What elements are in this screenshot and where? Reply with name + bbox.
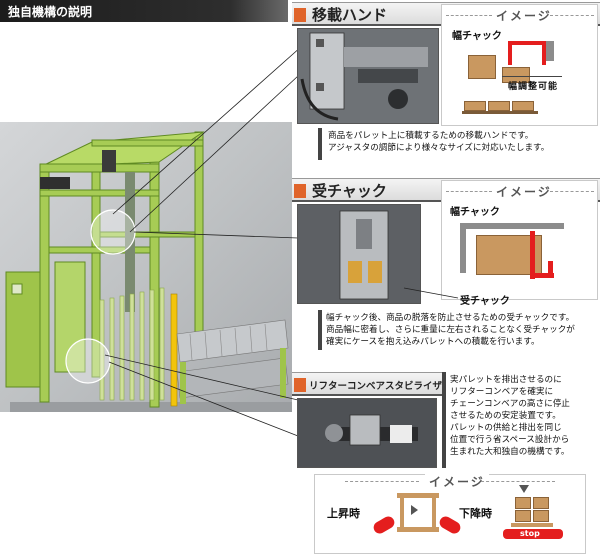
width-chuck-shape — [460, 223, 564, 229]
stop-label: stop — [520, 529, 540, 538]
palletizer-machine-illustration — [5, 131, 292, 412]
section-marker-icon — [294, 8, 306, 22]
stabilizer-image-label: イメージ — [425, 473, 489, 490]
divider — [550, 191, 594, 192]
divider — [345, 481, 419, 482]
description-line: 確実にケースを抱え込みパレットへの積載を行います。 — [326, 337, 540, 347]
product-box — [515, 510, 531, 522]
description-line: 生まれた大和独自の機構です。 — [450, 447, 570, 457]
pallet-post — [432, 498, 436, 527]
product-box — [515, 497, 531, 509]
width-chuck-label: 幅チャック — [452, 31, 502, 42]
pallet-bottom — [397, 527, 439, 532]
description-line: 実パレットを排出させるのに — [450, 375, 562, 385]
section-marker-icon — [294, 184, 306, 198]
receiving-chuck-photo — [297, 204, 421, 304]
machine-photo — [0, 122, 292, 412]
receiving-chuck-description: 幅チャック後、商品の脱落を防止させるための受チャックです。 商品幅に密着し、さら… — [326, 312, 598, 348]
description-bar — [442, 372, 446, 468]
pallet-top — [397, 493, 439, 498]
transfer-hand-illustration — [298, 29, 438, 123]
cursor-arrow-icon — [411, 505, 418, 515]
dimension-line — [502, 76, 562, 77]
pallet-post — [400, 498, 404, 527]
description-line: 商品幅に密着し、さらに重量に左右されることなく受チャックが — [326, 325, 575, 335]
description-line: パレットの供給と排出を同じ — [450, 423, 562, 433]
receiving-chuck-illustration — [298, 205, 420, 303]
transfer-hand-photo — [297, 28, 439, 124]
width-adjustable-label: 幅調整可能 — [508, 82, 559, 92]
description-line: アジャスタの調節により様々なサイズに対応いたします。 — [328, 143, 550, 153]
divider — [481, 481, 555, 482]
down-arrow-icon — [519, 485, 529, 493]
description-line: チェーンコンベアの高さに停止 — [450, 399, 570, 409]
chuck-arm — [546, 41, 554, 61]
description-line: させるための安定装置です。 — [450, 411, 561, 421]
product-box — [533, 497, 549, 509]
product-box — [533, 510, 549, 522]
pallet-box — [512, 101, 534, 111]
header-bar — [0, 0, 288, 22]
product-box — [502, 67, 530, 83]
transfer-hand-title: 移載ハンド — [312, 6, 388, 24]
width-chuck-shape — [460, 223, 466, 273]
stabilizer-description: 実パレットを排出させるのに リフターコンベアを確実に チェーンコンベアの高さに停… — [450, 374, 598, 458]
stabilizer-arm — [371, 514, 397, 536]
width-chuck-label: 幅チャック — [450, 207, 500, 218]
lowering-label: 下降時 — [459, 507, 492, 520]
receiving-chuck-image-panel: イメージ 幅チャック — [441, 180, 598, 300]
stabilizer-image-panel: イメージ 上昇時 下降時 stop — [314, 473, 586, 554]
transfer-hand-description: 商品をパレット上に積載するための移載ハンドです。 アジャスタの調節により様々なサ… — [328, 130, 598, 154]
section-marker-icon — [294, 378, 306, 392]
receiving-chuck-image-label: イメージ — [496, 185, 552, 199]
receiving-chuck-label: 受チャック — [460, 296, 510, 307]
pallet-box — [488, 101, 510, 111]
transfer-hand-image-label: イメージ — [496, 9, 552, 23]
receiving-chuck-shape — [530, 273, 554, 278]
page-title: 独自機構の説明 — [8, 5, 93, 19]
stabilizer-photo — [297, 398, 437, 468]
description-bar — [318, 128, 322, 160]
divider — [446, 191, 492, 192]
stabilizer-title: リフターコンベアスタビライザ — [309, 381, 443, 392]
description-line: 商品をパレット上に積載するための移載ハンドです。 — [328, 131, 534, 141]
receiving-chuck-shape — [530, 231, 535, 279]
stop-bar — [503, 529, 563, 539]
chuck-shape — [508, 41, 544, 45]
pallet-box — [464, 101, 486, 111]
rising-label: 上昇時 — [327, 507, 360, 520]
pallet-top — [511, 523, 553, 527]
pallet-base — [462, 111, 538, 114]
chuck-shape — [508, 41, 512, 65]
description-line: リフターコンベアを確実に — [450, 387, 554, 397]
transfer-hand-image-panel: イメージ 幅チャック 幅調整可能 — [441, 4, 598, 126]
description-bar — [318, 310, 322, 350]
chuck-shape — [542, 41, 546, 65]
stabilizer-title-bar: リフターコンベアスタビライザ — [292, 372, 442, 396]
receiving-chuck-title: 受チャック — [312, 182, 387, 200]
stabilizer-illustration — [298, 399, 436, 467]
description-line: 位置で行う省スペース設計から — [450, 435, 570, 445]
divider — [550, 15, 594, 16]
description-line: 幅チャック後、商品の脱落を防止させるための受チャックです。 — [326, 313, 575, 323]
receiving-chuck-shape — [548, 261, 553, 278]
divider — [446, 15, 492, 16]
product-box — [468, 55, 496, 79]
